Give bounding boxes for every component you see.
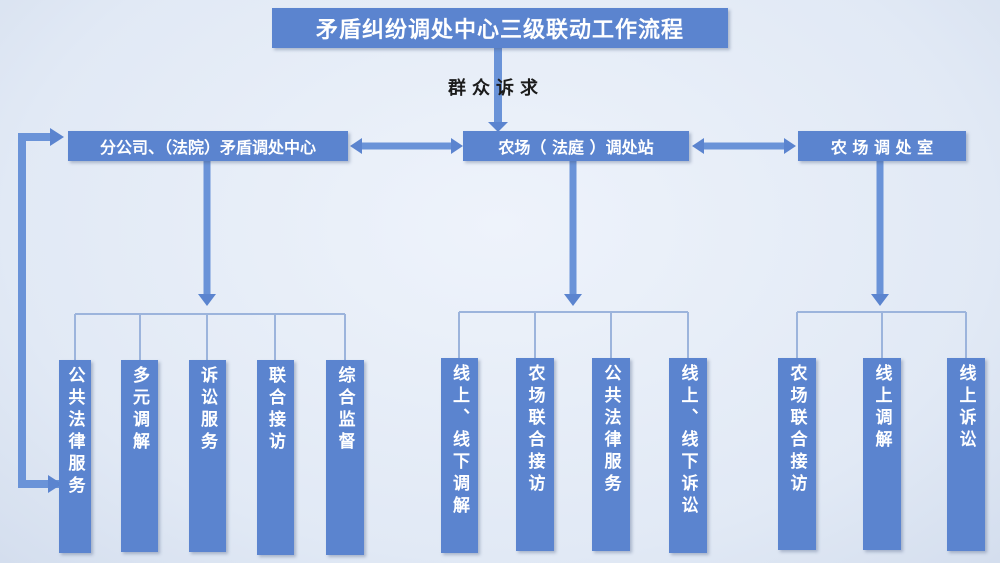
branch-distribution-lines — [74, 311, 967, 360]
leaf-public-legal-service: 公共法律服务 — [59, 360, 91, 553]
branch-farm-station: 农场（ 法庭 ）调处站 — [463, 131, 689, 161]
branch-down-arrows — [198, 161, 889, 306]
leaf-online-offline-mediation: 线上、线下调解 — [441, 358, 478, 553]
leaf-comprehensive-supervision: 综合监督 — [326, 360, 364, 555]
double-arrow-right — [692, 138, 796, 154]
title-to-station-arrowhead — [488, 122, 508, 132]
feedback-loop-arrow — [18, 128, 64, 493]
leaf-litigation-service: 诉讼服务 — [189, 360, 226, 552]
leaf-multi-mediation: 多元调解 — [121, 360, 158, 552]
leaf-public-legal-service-2: 公共法律服务 — [592, 358, 630, 551]
leaf-online-mediation: 线上调解 — [863, 358, 901, 550]
leaf-online-offline-litigation: 线上、线下诉讼 — [669, 358, 707, 553]
leaf-farm-joint-reception: 农场联合接访 — [516, 358, 554, 551]
branch-company-center: 分公司、（法院）矛盾调处中心 — [68, 131, 348, 161]
flow-title: 矛盾纠纷调处中心三级联动工作流程 — [272, 8, 728, 48]
branch-farm-office: 农 场 调 处 室 — [798, 131, 966, 161]
leaf-online-litigation: 线上诉讼 — [947, 358, 985, 551]
leaf-joint-reception: 联合接访 — [257, 360, 294, 555]
demand-label: 群众诉求 — [448, 78, 544, 99]
leaf-farm-joint-reception-2: 农场联合接访 — [778, 358, 816, 550]
double-arrow-left — [350, 138, 463, 154]
